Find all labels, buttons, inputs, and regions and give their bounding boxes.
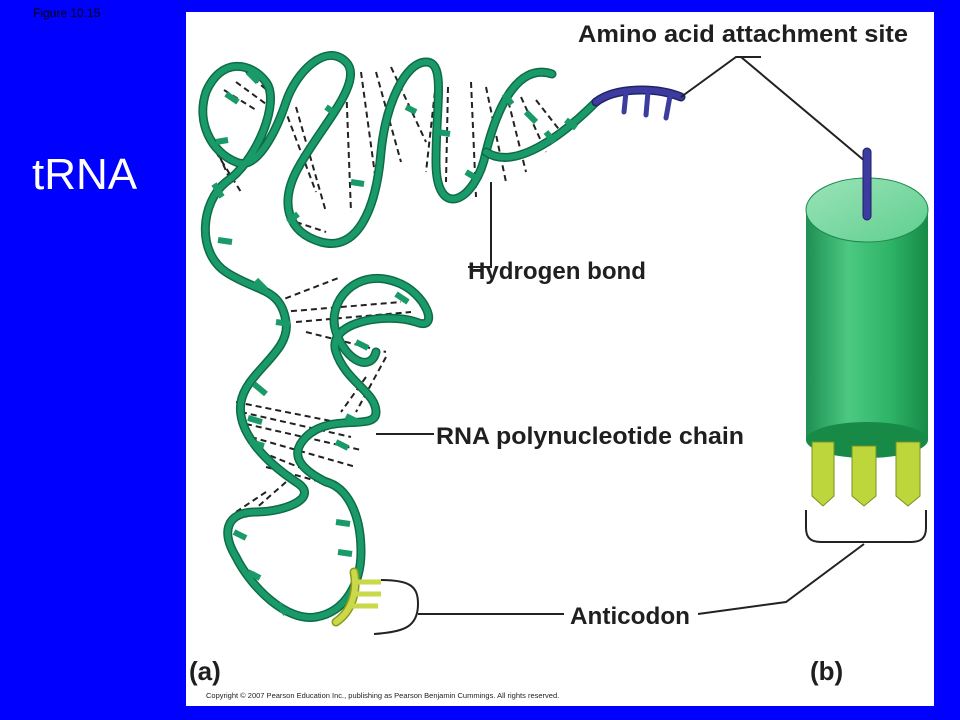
diagram-panel: Amino acid attachment site Hydrogen bond… [186,12,934,706]
trna-diagram: Amino acid attachment site Hydrogen bond… [189,21,929,700]
trna-cylinder-model [805,147,929,543]
figure-label: Figure 10.15 [33,6,101,20]
hydrogen-bond-label: Hydrogen bond [468,258,646,285]
hydrogen-bonds [210,66,562,518]
callout-lines [373,56,867,635]
slide-title: tRNA [32,150,138,199]
anticodon-segment [331,567,381,627]
panel-a-label: (a) [189,656,221,686]
amino-acid-attachment-label: Amino acid attachment site [578,21,908,48]
rna-strand [198,51,601,622]
amino-acid-end [591,85,686,121]
base-ticks [211,69,578,616]
panel-b-label: (b) [810,656,843,686]
copyright-notice: Copyright © 2007 Pearson Education Inc.,… [206,691,559,700]
rna-chain-label: RNA polynucleotide chain [436,423,744,450]
anticodon-label: Anticodon [570,603,690,630]
